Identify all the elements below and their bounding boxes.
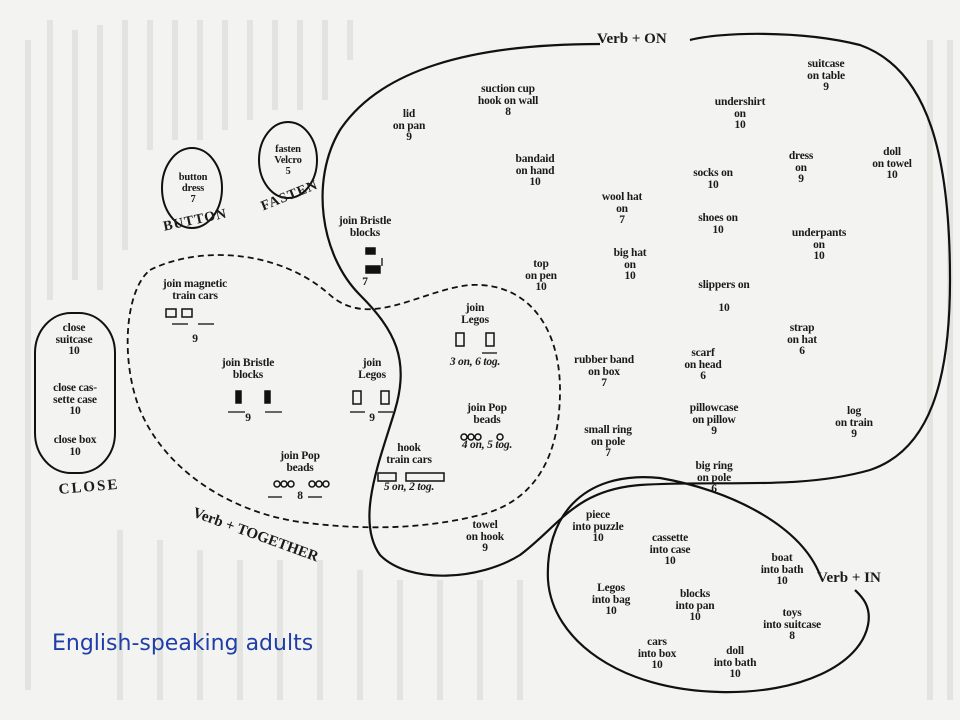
fasten-oval xyxy=(258,121,318,199)
arrow-marks xyxy=(172,258,497,498)
button-oval xyxy=(161,147,223,229)
verb-in-region xyxy=(546,476,870,694)
verb-on-label: Verb + ON xyxy=(597,31,667,47)
close-oval xyxy=(34,312,116,474)
verb-on-region xyxy=(321,32,952,577)
background-texture xyxy=(25,20,953,700)
pictograms xyxy=(165,247,504,488)
verb-in-label: Verb + IN xyxy=(817,570,881,586)
caption: English-speaking adults xyxy=(52,631,314,656)
